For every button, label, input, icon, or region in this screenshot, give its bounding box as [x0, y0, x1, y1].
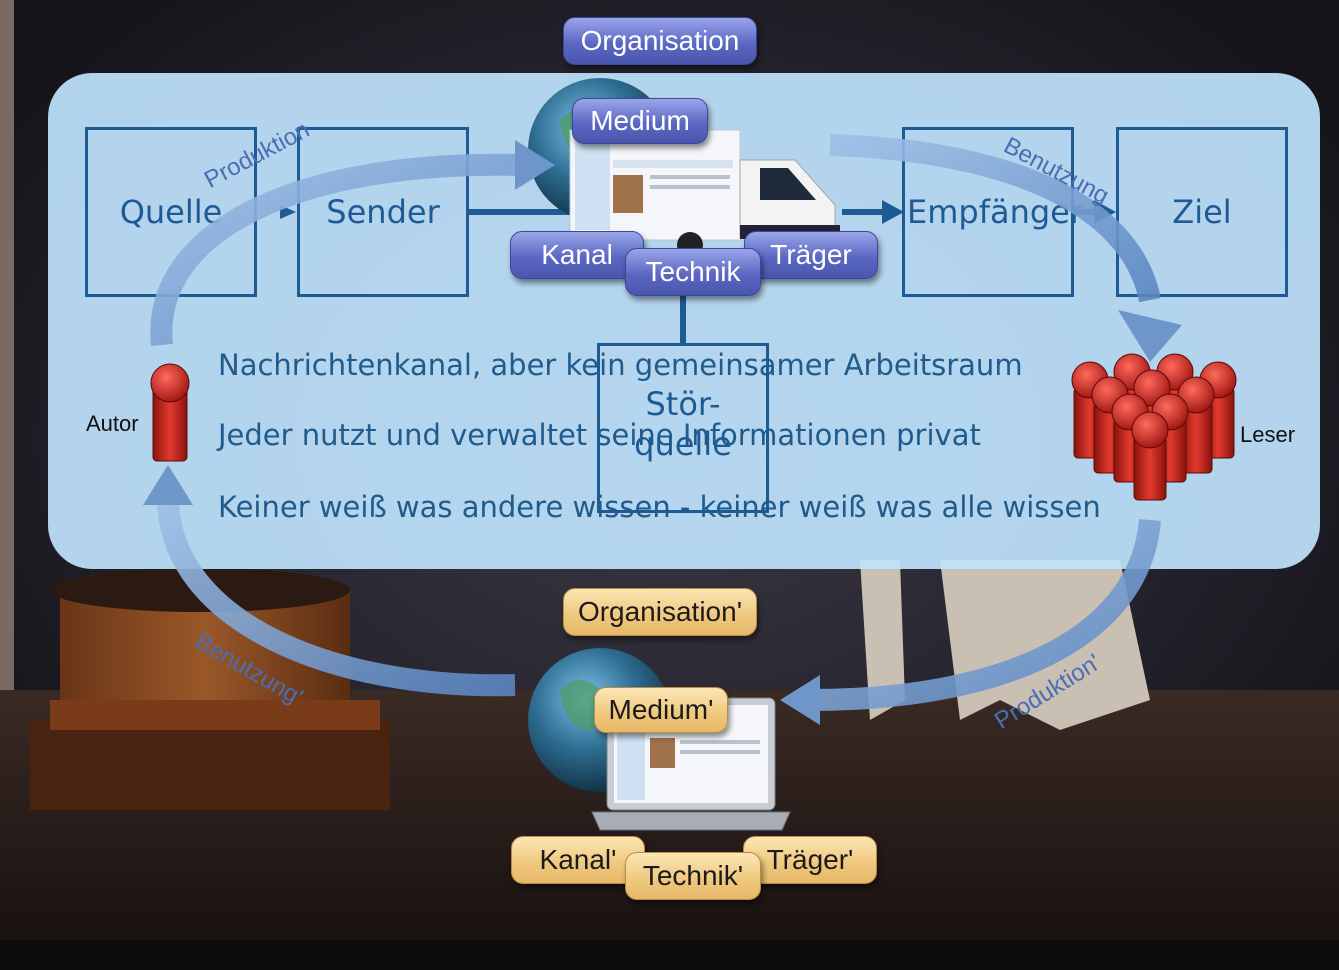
- box-ziel: Ziel: [1116, 127, 1288, 297]
- pill-kanal-prime: Kanal': [511, 836, 645, 884]
- pill-medium-prime: Medium': [594, 687, 728, 733]
- pill-technik: Technik: [625, 248, 761, 296]
- pill-organisation-label: Organisation: [580, 25, 740, 56]
- truck-icon: [569, 129, 840, 258]
- statement-1: Nachrichtenkanal, aber kein gemeinsamer …: [218, 348, 1023, 382]
- box-stoerquelle-label: Stör- quelle: [634, 385, 732, 463]
- statement-2: Jeder nutzt und verwaltet seine Informat…: [218, 418, 981, 452]
- pill-medium-prime-label: Medium': [608, 694, 714, 725]
- person-icon: [150, 363, 190, 462]
- arrow-benutzung: [829, 134, 1161, 303]
- arrow-produktion-prime: [809, 518, 1161, 711]
- label-leser: Leser: [1240, 422, 1296, 447]
- arrowhead-benutzung-prime: [143, 465, 193, 505]
- arrow-benutzung-prime: [157, 499, 516, 697]
- pill-organisation-prime-label: Organisation': [577, 596, 743, 627]
- box-quelle-label: Quelle: [119, 193, 223, 231]
- pill-technik-prime: Technik': [625, 852, 761, 900]
- pill-traeger: Träger: [744, 231, 878, 279]
- pill-technik-prime-label: Technik': [642, 860, 744, 891]
- people-group-icon: [1071, 353, 1237, 501]
- pill-traeger-label: Träger: [770, 239, 852, 270]
- arrow-produktion: [150, 153, 521, 347]
- pill-kanal-label: Kanal: [541, 239, 613, 270]
- pill-organisation-prime: Organisation': [563, 588, 757, 636]
- arrowhead-produktion: [515, 140, 555, 190]
- leser-figure-head: [1131, 411, 1169, 449]
- box-sender-label: Sender: [326, 193, 440, 231]
- pill-kanal-prime-label: Kanal': [539, 844, 617, 875]
- leser-figure-head: [1177, 376, 1215, 414]
- arrowhead-benutzung: [1118, 310, 1182, 362]
- box-ziel-label: Ziel: [1172, 193, 1232, 231]
- pill-traeger-prime-label: Träger': [766, 844, 854, 875]
- arrowhead-produktion-prime: [780, 675, 820, 725]
- label-autor: Autor: [86, 411, 139, 436]
- pill-kanal: Kanal: [510, 231, 644, 279]
- box-stoerquelle: Stör- quelle: [597, 343, 769, 513]
- pill-medium-label: Medium: [590, 105, 690, 136]
- box-sender: Sender: [297, 127, 469, 297]
- pill-organisation: Organisation: [563, 17, 757, 65]
- connector-channel-empfaenger: [842, 209, 884, 215]
- pill-technik-label: Technik: [645, 256, 741, 287]
- pill-medium: Medium: [572, 98, 708, 144]
- connector-sender-channel: [469, 209, 589, 215]
- connector-noise: [680, 288, 686, 344]
- statement-3: Keiner weiß was andere wissen - keiner w…: [218, 490, 1101, 524]
- pill-traeger-prime: Träger': [743, 836, 877, 884]
- arrowhead-to-empfaenger: [882, 200, 904, 224]
